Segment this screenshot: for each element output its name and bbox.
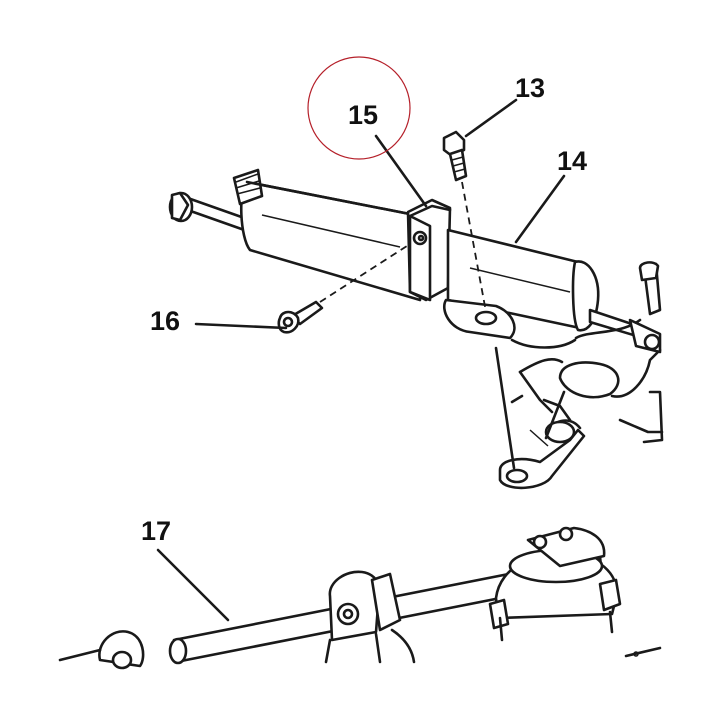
frame-upper-right bbox=[628, 261, 662, 354]
damper-housing bbox=[443, 228, 652, 342]
callout-13: 13 bbox=[515, 73, 545, 103]
frame-mount bbox=[498, 318, 664, 490]
damper-bracket bbox=[406, 198, 452, 302]
damper-shaft-left bbox=[168, 191, 252, 234]
highlight-circle-15 bbox=[307, 56, 411, 160]
callout-16: 16 bbox=[150, 306, 180, 336]
edge-fragment bbox=[624, 646, 662, 658]
bolt-16-axis-line bbox=[319, 243, 411, 303]
callout-15: 15 bbox=[348, 100, 378, 130]
handlebar-clamp bbox=[324, 570, 416, 664]
bolt-13 bbox=[442, 130, 468, 182]
fork-clamp bbox=[488, 526, 622, 642]
damper-body bbox=[232, 168, 432, 302]
callout-14: 14 bbox=[557, 146, 587, 176]
bolt-13-axis-line bbox=[461, 181, 487, 313]
callout-17: 17 bbox=[141, 516, 171, 546]
leader-lines bbox=[156, 98, 566, 622]
